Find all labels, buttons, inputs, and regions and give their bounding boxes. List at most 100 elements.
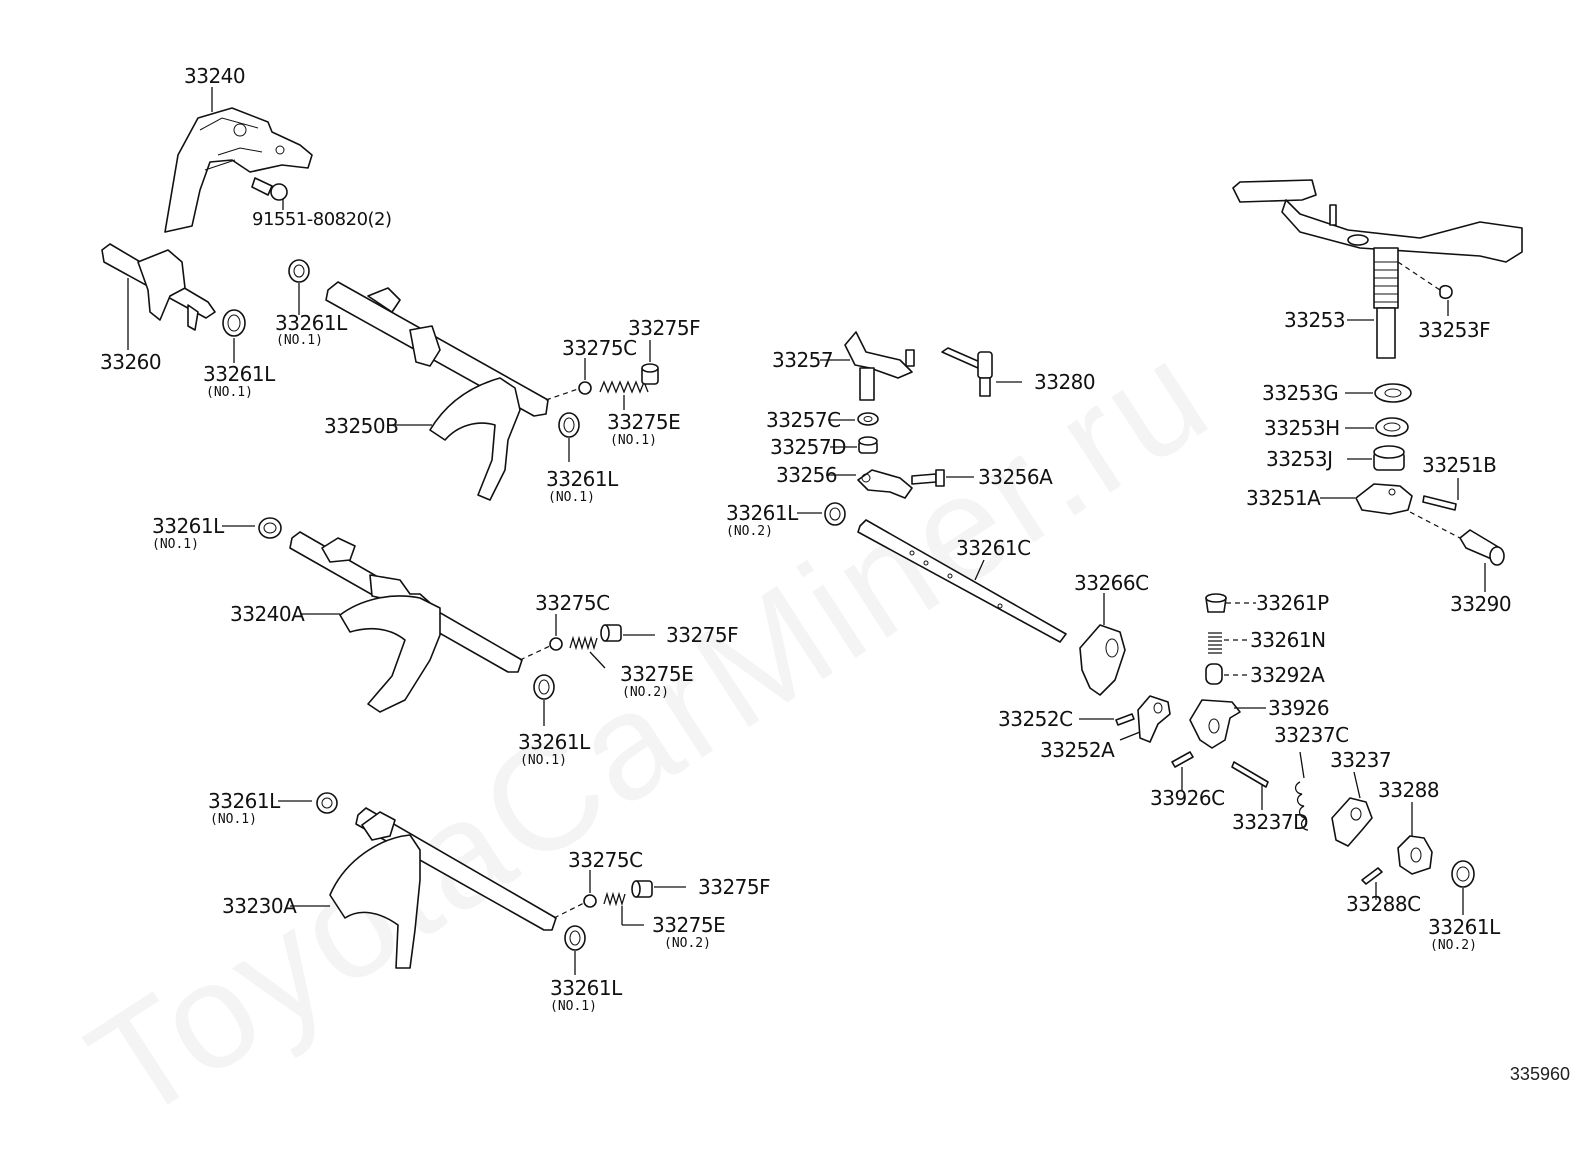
sublabel-no2-a: (NO.2) [622, 685, 669, 700]
spring-33261N [1208, 632, 1222, 654]
label-33253G: 33253G [1262, 381, 1339, 405]
pin-33251B [1422, 495, 1457, 511]
label-33292A: 33292A [1250, 663, 1325, 687]
label-33252A: 33252A [1040, 738, 1115, 762]
pin-33237D [1231, 761, 1269, 788]
label-33275C-c: 33275C [568, 848, 643, 872]
label-33230A: 33230A [222, 894, 297, 918]
label-33240A: 33240A [230, 602, 305, 626]
label-33261L-d: 33261L [152, 514, 224, 538]
part-33240-bracket [164, 107, 313, 233]
bushing-33253J [1373, 445, 1405, 471]
label-33266C: 33266C [1074, 571, 1149, 595]
label-33280: 33280 [1034, 370, 1096, 394]
label-33250B: 33250B [324, 414, 399, 438]
plug-33261P [1205, 593, 1227, 613]
pin-33252C [1115, 713, 1135, 726]
part-33253-lever [1232, 179, 1523, 359]
label-33275E-c: 33275E [652, 913, 726, 937]
sublabel-no2-c: (NO.2) [726, 524, 773, 539]
sublabel-no2-d: (NO.2) [1430, 938, 1477, 953]
sublabel-no1-g: (NO.1) [210, 812, 257, 827]
label-33275F-c: 33275F [698, 875, 771, 899]
label-33261L-b: 33261L [275, 311, 347, 335]
washer-33253H [1375, 417, 1409, 437]
washer-33257C [857, 412, 879, 426]
label-33290: 33290 [1450, 592, 1512, 616]
label-33926C: 33926C [1150, 786, 1225, 810]
part-33251A [1355, 483, 1413, 515]
label-33240: 33240 [184, 64, 246, 88]
label-33261L-e: 33261L [518, 730, 590, 754]
label-33261L-a: 33261L [203, 362, 275, 386]
part-33290 [1459, 529, 1505, 566]
ball-33275C-c [583, 894, 597, 908]
part-33260 [101, 243, 216, 331]
label-33256A: 33256A [978, 465, 1053, 489]
label-33288: 33288 [1378, 778, 1440, 802]
label-33253F: 33253F [1418, 318, 1491, 342]
bushing-33261L-f [316, 792, 338, 814]
part-33288 [1397, 835, 1433, 875]
label-33288C: 33288C [1346, 892, 1421, 916]
label-33253H: 33253H [1264, 416, 1340, 440]
label-33926: 33926 [1268, 696, 1330, 720]
label-33257D: 33257D [770, 435, 847, 459]
label-33252C: 33252C [998, 707, 1073, 731]
part-33237 [1331, 797, 1373, 847]
part-91551-bolt [251, 177, 288, 201]
plug-33275F-a [641, 363, 659, 385]
spring-33275E-a [599, 380, 649, 394]
bushing-33261L-i [1451, 860, 1475, 888]
label-33257C: 33257C [766, 408, 841, 432]
sublabel-no1-e: (NO.1) [152, 537, 199, 552]
bushing-33261L-a [222, 309, 246, 337]
label-33251A: 33251A [1246, 486, 1321, 510]
sublabel-no1-b: (NO.1) [276, 333, 323, 348]
label-33261N: 33261N [1250, 628, 1326, 652]
clip-33253F [1439, 284, 1453, 300]
spring-33237C [1294, 781, 1309, 831]
label-33261L-h: 33261L [726, 501, 798, 525]
pin-33256A [911, 469, 945, 487]
label-33275E-b: 33275E [620, 662, 694, 686]
sublabel-no1-a: (NO.1) [206, 385, 253, 400]
label-33237: 33237 [1330, 748, 1392, 772]
plug-33275F-c [631, 880, 653, 898]
part-33240A-fork [289, 531, 523, 713]
diagram-reference-code: 335960 [1509, 1064, 1570, 1084]
sublabel-no1-f: (NO.1) [520, 753, 567, 768]
label-33261C: 33261C [956, 536, 1031, 560]
label-33261L-g: 33261L [550, 976, 622, 1000]
bushing-33261L-g [564, 925, 586, 951]
part-33266C [1079, 624, 1126, 696]
part-33230A-fork [329, 807, 557, 969]
part-33250B-fork [325, 281, 549, 501]
label-33253J: 33253J [1266, 447, 1333, 471]
pin-33926C [1171, 751, 1194, 768]
shaft-33261C [857, 519, 1067, 643]
bushing-33261L-d [258, 517, 282, 539]
label-33260: 33260 [100, 350, 162, 374]
sublabel-no1-c: (NO.1) [610, 433, 657, 448]
pin-33288C [1361, 867, 1383, 885]
sublabel-no1-h: (NO.1) [550, 999, 597, 1014]
sublabel-no2-b: (NO.2) [664, 936, 711, 951]
ball-33275C-b [549, 637, 563, 651]
label-33253: 33253 [1284, 308, 1346, 332]
bushing-33261L-e [533, 674, 555, 700]
label-33237C: 33237C [1274, 723, 1349, 747]
part-33926 [1189, 699, 1241, 749]
part-33252A [1137, 695, 1171, 743]
label-33275C-a: 33275C [562, 336, 637, 360]
label-33261P: 33261P [1256, 591, 1329, 615]
bushing-33261L-c [558, 412, 580, 438]
spring-33275E-c [603, 891, 626, 907]
spring-33275E-b [569, 635, 598, 651]
label-33261L-c: 33261L [546, 467, 618, 491]
label-33261L-i: 33261L [1428, 915, 1500, 939]
washer-33253G [1374, 383, 1412, 403]
label-33251B: 33251B [1422, 453, 1497, 477]
bushing-33261L-b [288, 259, 310, 283]
parts-diagram [101, 87, 1523, 975]
